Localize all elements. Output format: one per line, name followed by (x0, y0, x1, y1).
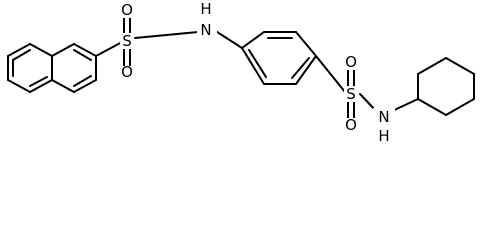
bond-double-inner (12, 49, 31, 61)
bond (7, 79, 31, 93)
oxygen-label-right-top: O (345, 53, 357, 71)
structure-svg: S O O H N S O O N H (7, 0, 475, 145)
bond (73, 43, 97, 57)
naphthalene-left-ring (7, 43, 53, 93)
bond (7, 43, 31, 57)
bond (134, 31, 199, 39)
atom-labels: S O O H N S O O N H (120, 0, 395, 145)
bond (213, 29, 243, 49)
oxygen-label-right-bottom: O (345, 116, 357, 134)
oxygen-label-left-bottom: O (121, 63, 133, 81)
naphthalene-right-ring (51, 43, 97, 93)
sulfonyl-left-bonds (123, 16, 131, 67)
bond-double-inner (73, 49, 92, 61)
bond (51, 79, 75, 93)
bond (295, 55, 317, 85)
bond (241, 47, 265, 85)
bond (445, 57, 475, 75)
nitrogen-label-bottom: N (378, 108, 389, 126)
bond (51, 43, 75, 57)
cyclohexane-ring (417, 57, 475, 116)
sulfur-label-right: S (346, 85, 356, 103)
bond (29, 43, 53, 57)
hydrogen-label-bottom: H (378, 127, 389, 145)
bond (241, 31, 265, 49)
bond (73, 79, 97, 93)
bond-double-inner (291, 57, 310, 79)
bond (417, 98, 447, 116)
sulfur-label-left: S (122, 32, 132, 50)
sulfonyl-right-bonds (347, 69, 355, 119)
bond-double-inner (248, 49, 267, 78)
bond (295, 31, 317, 57)
phenylene-ring (241, 31, 317, 85)
bond (445, 98, 475, 116)
bond-double-inner (29, 76, 48, 87)
bond (29, 79, 53, 93)
bond (417, 57, 447, 75)
hydrogen-label-top: H (200, 0, 211, 18)
bond-double-inner (73, 75, 92, 87)
nitrogen-label-top: N (200, 21, 211, 39)
bond (95, 40, 125, 57)
molecule-diagram: S O O H N S O O N H (7, 0, 475, 145)
bond (315, 55, 346, 93)
oxygen-label-left-top: O (121, 1, 133, 19)
